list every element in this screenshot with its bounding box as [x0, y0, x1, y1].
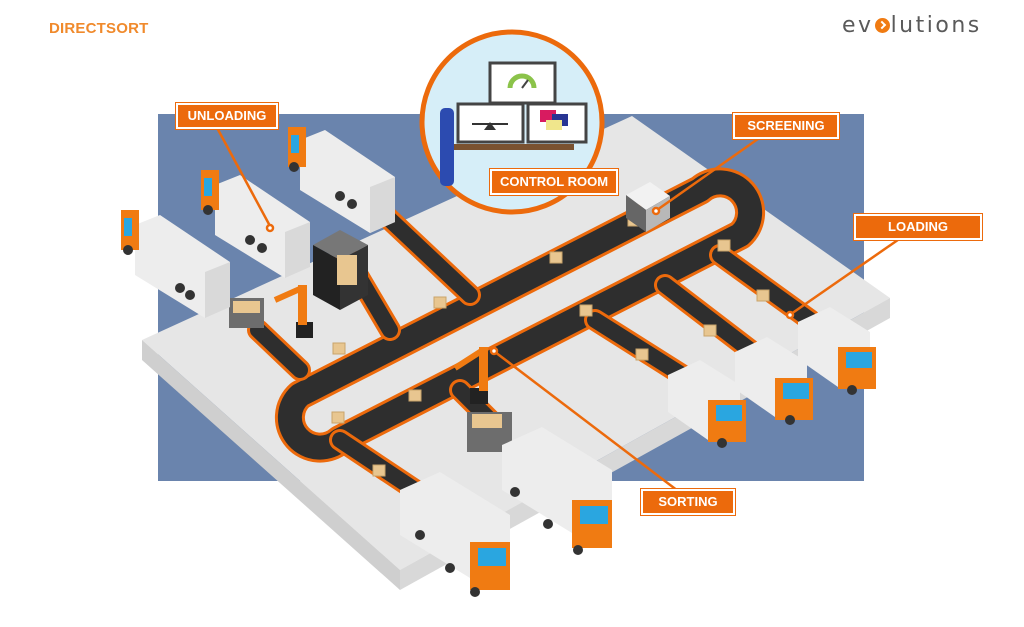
monitor-gauge [488, 61, 557, 105]
storage-tower [313, 230, 368, 310]
truck-loading-2 [735, 337, 813, 425]
leader-lines [213, 123, 906, 495]
robot-arm-sorting [453, 347, 512, 452]
evolutions-logo: ev lutions [842, 13, 982, 38]
truck-dispatch-1 [400, 472, 510, 597]
truck-unloading-1 [121, 210, 230, 318]
logo-text-prefix: ev [842, 13, 874, 38]
page-title: DIRECTSORT [49, 20, 149, 37]
control-room-view [419, 29, 605, 215]
chair [440, 108, 454, 186]
logo-text-suffix: lutions [890, 13, 982, 38]
label-sorting: SORTING [641, 489, 735, 515]
truck-loading-1 [668, 360, 746, 448]
label-unloading: UNLOADING [176, 103, 278, 129]
chevron-circle-icon [874, 18, 890, 33]
truck-dispatch-2 [502, 427, 612, 555]
robot-arm-unloading [229, 285, 313, 338]
label-screening: SCREENING [733, 113, 839, 139]
label-control-room: CONTROL ROOM [490, 169, 618, 195]
truck-unloading-3 [288, 127, 395, 233]
truck-unloading-2 [201, 170, 310, 278]
label-loading: LOADING [854, 214, 982, 240]
truck-loading-3 [798, 307, 876, 395]
